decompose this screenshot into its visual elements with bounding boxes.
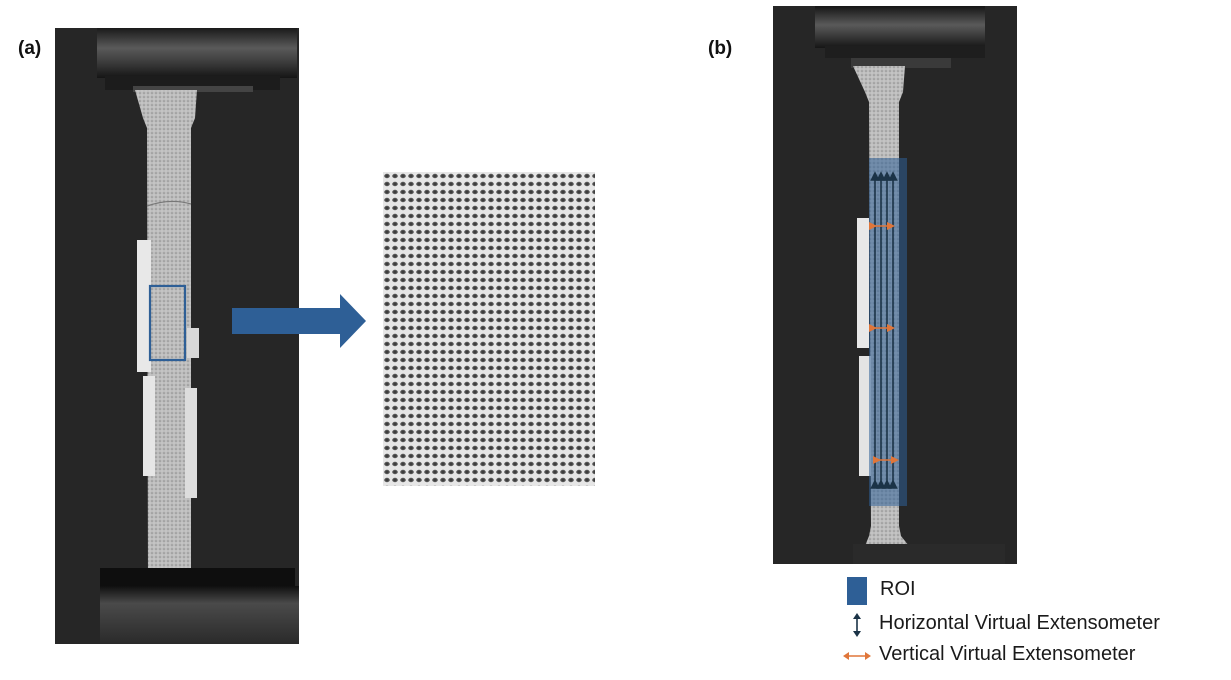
panel-label-a: (a)	[18, 38, 42, 59]
legend-vertical-label: Vertical Virtual Extensometer	[879, 643, 1136, 665]
specimen-photo-a	[55, 28, 299, 644]
vertical-extensometer-icon	[843, 650, 871, 662]
legend-roi-label: ROI	[880, 578, 916, 600]
zoom-arrow-icon	[232, 294, 368, 348]
speckle-pattern-zoom	[383, 172, 595, 486]
roi-legend-swatch	[847, 577, 867, 605]
panel-label-b: (b)	[708, 38, 733, 59]
specimen-photo-b	[773, 6, 1017, 564]
legend-horizontal-label: Horizontal Virtual Extensometer	[879, 612, 1160, 634]
horizontal-extensometer-icon	[850, 613, 864, 637]
